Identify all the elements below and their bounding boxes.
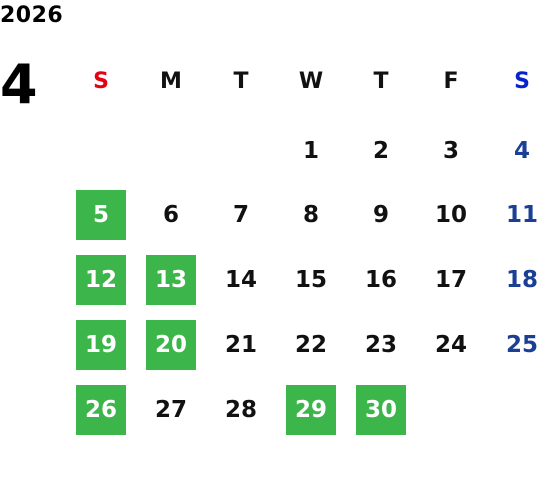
weekday-header-sunday: S — [93, 68, 109, 94]
calendar-day[interactable]: 19 — [76, 320, 126, 370]
calendar-day[interactable]: 3 — [442, 138, 459, 164]
calendar-day[interactable]: 4 — [513, 138, 530, 164]
calendar-day[interactable]: 9 — [372, 202, 389, 228]
calendar-day[interactable]: 23 — [364, 332, 397, 358]
calendar-day[interactable]: 28 — [224, 397, 257, 423]
calendar-day[interactable]: 18 — [505, 267, 538, 293]
weekday-header-saturday: S — [514, 68, 530, 94]
year-label: 2026 — [0, 3, 64, 28]
month-label: 4 — [0, 53, 38, 116]
calendar-day[interactable]: 22 — [294, 332, 327, 358]
calendar-day[interactable]: 24 — [434, 332, 467, 358]
calendar-day[interactable]: 29 — [286, 385, 336, 435]
calendar-day[interactable]: 14 — [224, 267, 257, 293]
calendar-day[interactable]: 12 — [76, 255, 126, 305]
calendar-day[interactable]: 15 — [294, 267, 327, 293]
calendar-day[interactable]: 21 — [224, 332, 257, 358]
weekday-header-tuesday: T — [233, 68, 249, 94]
weekday-header-wednesday: W — [298, 68, 324, 94]
calendar-day[interactable]: 2 — [372, 138, 389, 164]
calendar-day[interactable]: 16 — [364, 267, 397, 293]
weekday-header-thursday: T — [373, 68, 389, 94]
calendar-day[interactable]: 25 — [505, 332, 538, 358]
calendar-day[interactable]: 11 — [505, 202, 538, 228]
calendar-day[interactable]: 30 — [356, 385, 406, 435]
weekday-header-monday: M — [160, 68, 182, 94]
calendar-day[interactable]: 6 — [162, 202, 179, 228]
weekday-header-friday: F — [443, 68, 459, 94]
calendar-day[interactable]: 5 — [76, 190, 126, 240]
calendar-day[interactable]: 8 — [302, 202, 319, 228]
calendar-day[interactable]: 10 — [434, 202, 467, 228]
calendar-day[interactable]: 20 — [146, 320, 196, 370]
calendar-day[interactable]: 17 — [434, 267, 467, 293]
calendar-day[interactable]: 27 — [154, 397, 187, 423]
calendar-day[interactable]: 7 — [232, 202, 249, 228]
calendar-day[interactable]: 13 — [146, 255, 196, 305]
calendar-day[interactable]: 26 — [76, 385, 126, 435]
calendar-day[interactable]: 1 — [302, 138, 319, 164]
